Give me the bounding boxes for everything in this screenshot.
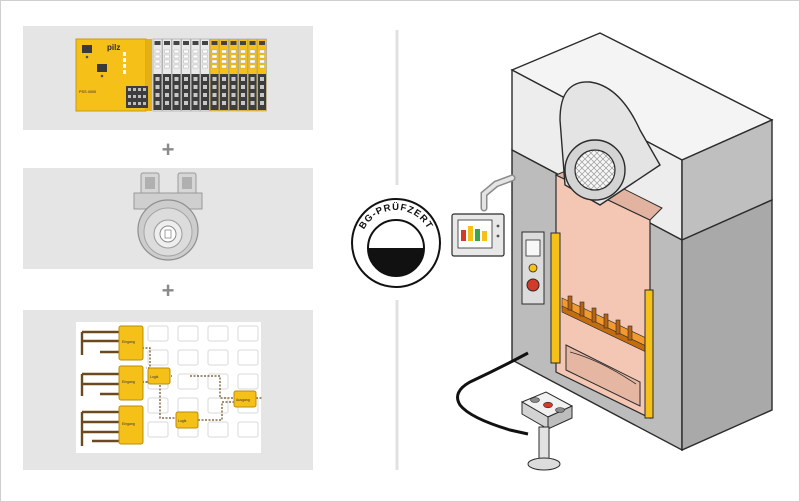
encoder-panel bbox=[23, 168, 313, 269]
editor-grid-cell bbox=[147, 397, 169, 414]
press-machine-icon bbox=[510, 32, 774, 452]
two-hand-control-icon bbox=[520, 391, 574, 471]
logic-block-1: Eingang bbox=[118, 325, 144, 361]
editor-grid-cell bbox=[147, 325, 169, 342]
editor-grid-cell bbox=[207, 421, 229, 438]
certification-seal-icon: BG-PRÜFZERT bbox=[351, 198, 441, 288]
controller-model-label: PSS 4000 bbox=[79, 90, 96, 94]
editor-grid-cell bbox=[177, 325, 199, 342]
controller-panel: pilz PSS 4000 bbox=[23, 26, 313, 130]
logic-block-2: Eingang bbox=[118, 365, 144, 401]
editor-grid-cell bbox=[147, 421, 169, 438]
editor-grid-cell bbox=[207, 325, 229, 342]
io-module bbox=[209, 38, 220, 112]
io-module bbox=[228, 38, 239, 112]
hmi-panel-icon bbox=[451, 174, 516, 257]
editor-grid-cell bbox=[207, 397, 229, 414]
editor-grid-cell bbox=[177, 349, 199, 366]
io-module bbox=[162, 38, 172, 112]
logic-block-3: Eingang bbox=[118, 405, 144, 445]
editor-grid-cell bbox=[237, 349, 259, 366]
control-cable bbox=[456, 351, 529, 436]
safety-controller-icon: pilz PSS 4000 bbox=[75, 38, 267, 112]
editor-grid-cell bbox=[237, 421, 259, 438]
io-module bbox=[152, 38, 163, 112]
io-module bbox=[219, 38, 229, 112]
editor-grid-cell bbox=[207, 373, 229, 390]
logic-block-6: Ausgang bbox=[233, 390, 257, 408]
plus-sign-1: + bbox=[162, 137, 175, 162]
editor-grid-cell bbox=[147, 349, 169, 366]
editor-grid-cell bbox=[237, 373, 259, 390]
io-module bbox=[200, 38, 210, 112]
io-module bbox=[181, 38, 191, 112]
logic-editor-panel: Eingang Eingang Eingang Logik Logik Ausg… bbox=[23, 310, 313, 470]
logic-block-5: Logik bbox=[175, 411, 199, 429]
editor-grid-cell bbox=[177, 397, 199, 414]
io-module bbox=[171, 38, 182, 112]
editor-grid-cell bbox=[177, 373, 199, 390]
logic-block-2-label: Eingang bbox=[122, 380, 135, 384]
io-module bbox=[257, 38, 267, 112]
logic-editor-icon: Eingang Eingang Eingang Logik Logik Ausg… bbox=[76, 322, 262, 453]
emergency-stop-icon bbox=[543, 401, 553, 409]
logic-block-5-label: Logik bbox=[178, 419, 187, 423]
io-module bbox=[190, 38, 201, 112]
editor-grid-cell bbox=[207, 349, 229, 366]
logic-block-1-label: Eingang bbox=[122, 340, 135, 344]
logic-block-6-label: Ausgang bbox=[236, 398, 250, 402]
io-module bbox=[238, 38, 248, 112]
brand-label: pilz bbox=[107, 43, 120, 52]
rotary-encoder-icon bbox=[133, 172, 203, 261]
io-module bbox=[247, 38, 258, 112]
logic-block-4: Logik bbox=[147, 367, 171, 385]
logic-block-3-label: Eingang bbox=[122, 422, 135, 426]
editor-grid-cell bbox=[237, 325, 259, 342]
logic-block-4-label: Logik bbox=[150, 375, 159, 379]
plus-sign-2: + bbox=[162, 278, 175, 303]
